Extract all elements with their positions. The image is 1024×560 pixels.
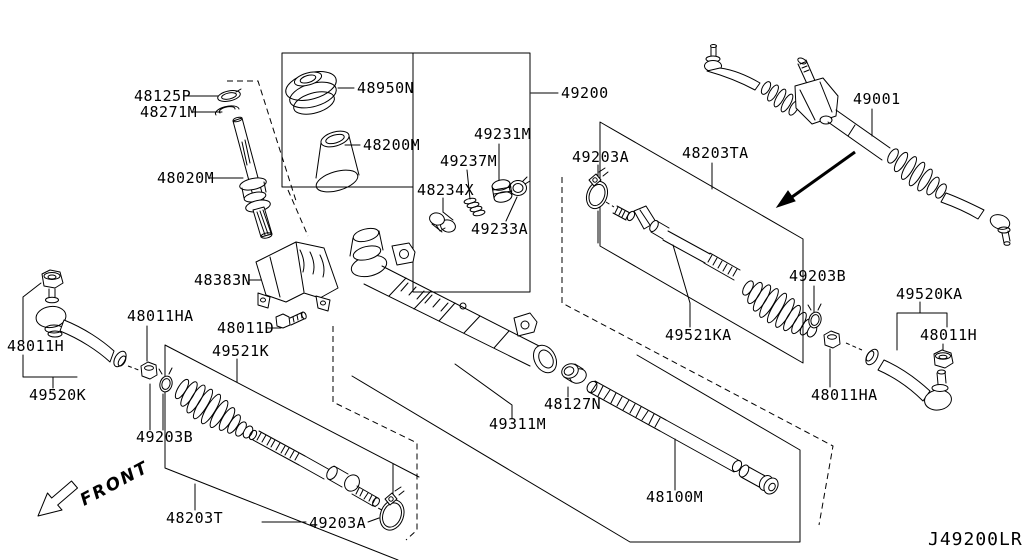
part-49001-drawing [704,44,1011,246]
part-label-48234x: 48234X [417,181,474,199]
part-49311m-drawing [349,227,558,374]
part-48011d-drawing [275,311,307,329]
box-48950n-48200m [281,52,414,188]
front-label: FRONT [77,458,153,511]
part-label-48271m: 48271M [140,103,197,121]
part-label-49203b-left: 49203B [136,428,193,446]
part-label-49520k: 49520K [29,386,86,404]
part-48234x-drawing [429,211,456,233]
part-labels: 48125P 48271M 48020M 48950N 48200M 49200… [7,79,977,532]
part-49233a-drawing [509,176,531,196]
part-49203b-right-clamp-drawing [807,303,822,329]
box-48100m [351,354,801,543]
part-label-48020m: 48020M [157,169,214,187]
part-48011ha-left-drawing [140,361,158,380]
part-48020m-drawing [232,116,273,239]
box-49521k [164,344,420,560]
part-label-48011h-right: 48011H [920,326,977,344]
part-48011h-right-drawing [933,349,954,369]
front-arrow-icon [37,480,78,517]
dashed-construction-lines [127,80,863,541]
part-48200m-drawing [315,130,360,193]
part-48100m-drawing [586,380,779,495]
part-label-49520ka: 49520KA [896,285,963,303]
part-49521ka-boot-drawing [742,280,818,338]
part-label-49200: 49200 [561,84,609,102]
part-label-48200m: 48200M [363,136,420,154]
part-48125p-drawing [217,88,242,102]
part-48203t-rod-drawing [252,430,380,507]
part-48127n-drawing [561,363,587,384]
part-label-48950n: 48950N [357,79,414,97]
part-49237m-drawing [463,197,486,217]
part-49520k-drawing [35,269,127,368]
part-49231m-drawing [491,179,513,203]
part-48383n-drawing [255,241,339,312]
part-label-49203a-right: 49203A [572,148,629,166]
part-label-48203ta: 48203TA [682,144,749,162]
part-49203b-left-clamp-drawing [158,367,173,393]
part-label-49203a-bottom: 49203A [309,514,366,532]
part-label-49311m: 49311M [489,415,546,433]
part-48203ta-rod-drawing [612,205,741,281]
part-label-49001: 49001 [853,90,901,108]
part-label-48011d: 48011D [217,319,274,337]
part-label-48011ha-left: 48011HA [127,307,194,325]
part-label-49233a: 49233A [471,220,528,238]
part-label-49521ka: 49521KA [665,326,732,344]
part-label-48127n: 48127N [544,395,601,413]
part-label-48011h-left: 48011H [7,337,64,355]
part-label-49237m: 49237M [440,152,497,170]
part-48271m-drawing [215,105,240,116]
box-49200-assembly [412,52,531,293]
part-49520ka-drawing [865,348,952,411]
part-49203a-bottom-clamp-drawing [379,486,405,531]
part-label-48011ha-right: 48011HA [811,386,878,404]
front-indicator: FRONT [37,458,153,517]
part-label-48100m: 48100M [646,488,703,506]
part-label-49231m: 49231M [474,125,531,143]
leader-lines [22,87,948,523]
part-48011ha-right-drawing [823,330,841,349]
direction-arrow [775,150,856,208]
part-label-48125p: 48125P [134,87,191,105]
part-label-49521k: 49521K [212,342,269,360]
part-label-48203t: 48203T [166,509,223,527]
diagram-code: J49200LR [928,529,1023,550]
part-48950n-drawing [285,71,337,115]
part-label-49203b-right: 49203B [789,267,846,285]
part-49521k-boot-drawing [174,378,258,441]
part-label-48383n: 48383N [194,271,251,289]
part-49203a-top-clamp-drawing [585,167,609,210]
